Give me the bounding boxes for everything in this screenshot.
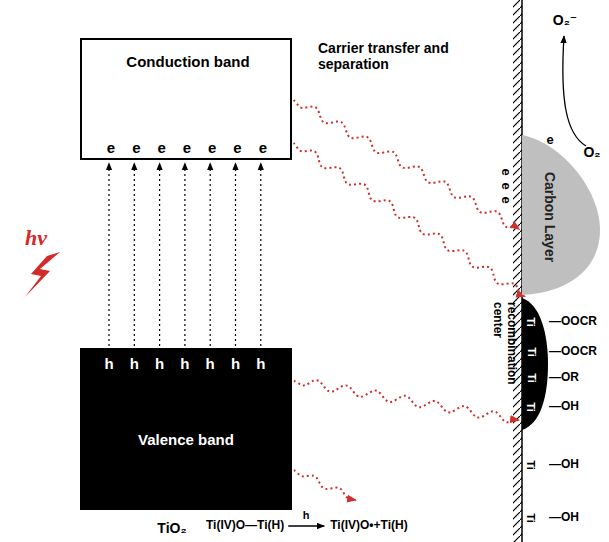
layer-title: Carbon Layer xyxy=(542,172,558,262)
electron: e xyxy=(259,139,267,156)
excitation-arrow xyxy=(134,163,135,346)
band-box: hhhhhhhValence band xyxy=(80,348,292,510)
hole: h xyxy=(206,355,215,372)
hole: h xyxy=(104,355,113,372)
surface-hatching xyxy=(513,0,522,542)
electron: e xyxy=(546,133,553,148)
ti-atom: Ti xyxy=(525,460,538,470)
transfer-arrow xyxy=(294,380,519,422)
ti-atom: Ti xyxy=(526,347,539,357)
surface-group: —OH xyxy=(549,400,579,414)
material-name: TiO₂ xyxy=(157,520,186,536)
surface-group: —OOCR xyxy=(549,315,597,329)
hole: h xyxy=(130,355,139,372)
shape-fill xyxy=(522,135,600,295)
wavy-arrow xyxy=(294,470,356,500)
hole: h xyxy=(256,355,265,372)
electron: e xyxy=(183,139,191,156)
hole: h xyxy=(231,355,240,372)
surface-group: —OH xyxy=(549,458,579,472)
species: O₂ xyxy=(583,144,600,160)
reaction-condition: h xyxy=(303,509,310,522)
reaction-arrow xyxy=(563,36,586,146)
band-title: Conduction band xyxy=(126,53,249,70)
excitation-arrow xyxy=(159,163,160,346)
electron: e xyxy=(233,139,241,156)
electron: e xyxy=(499,182,514,189)
electron: e xyxy=(132,139,140,156)
reaction-term: Ti(IV)O•+Ti(H) xyxy=(330,519,407,533)
reaction-arrow xyxy=(288,525,324,526)
surface-group: —OH xyxy=(549,511,579,525)
electron: e xyxy=(157,139,165,156)
excitation-arrow xyxy=(184,163,185,346)
photon-energy: hν xyxy=(25,225,47,250)
ti-atom: Ti xyxy=(525,513,538,523)
hole: h xyxy=(155,355,164,372)
shape-fill xyxy=(522,298,548,430)
band-box: Conduction bandeeeeeee xyxy=(80,38,292,160)
electron: e xyxy=(208,139,216,156)
transfer-arrow xyxy=(294,143,525,297)
recombination-title: recombination center xyxy=(490,302,518,402)
transfer-arrow xyxy=(294,100,520,230)
ti-atom: Ti xyxy=(525,317,538,327)
electron: e xyxy=(499,196,514,203)
electron: e xyxy=(107,139,115,156)
excitation-arrow xyxy=(210,163,211,346)
species: O₂⁻ xyxy=(553,12,578,28)
excitation-arrow xyxy=(260,163,261,346)
surface-group: —OR xyxy=(549,371,579,385)
hole: h xyxy=(180,355,189,372)
ti-atom: Ti xyxy=(526,373,539,383)
excitation-arrow xyxy=(108,163,109,346)
process-note: Carrier transfer and separation xyxy=(318,40,478,72)
excitation-arrow xyxy=(235,163,236,346)
band-title: Valence band xyxy=(138,431,234,448)
electron: e xyxy=(499,168,514,175)
recombination-blob: recombination centerTiTiTiTi xyxy=(522,298,550,430)
ti-atom: Ti xyxy=(525,402,538,412)
surface-group: —OOCR xyxy=(549,345,597,359)
lightning-bolt xyxy=(25,252,60,297)
reaction-term: Ti(IV)O—Ti(H) xyxy=(206,519,284,533)
